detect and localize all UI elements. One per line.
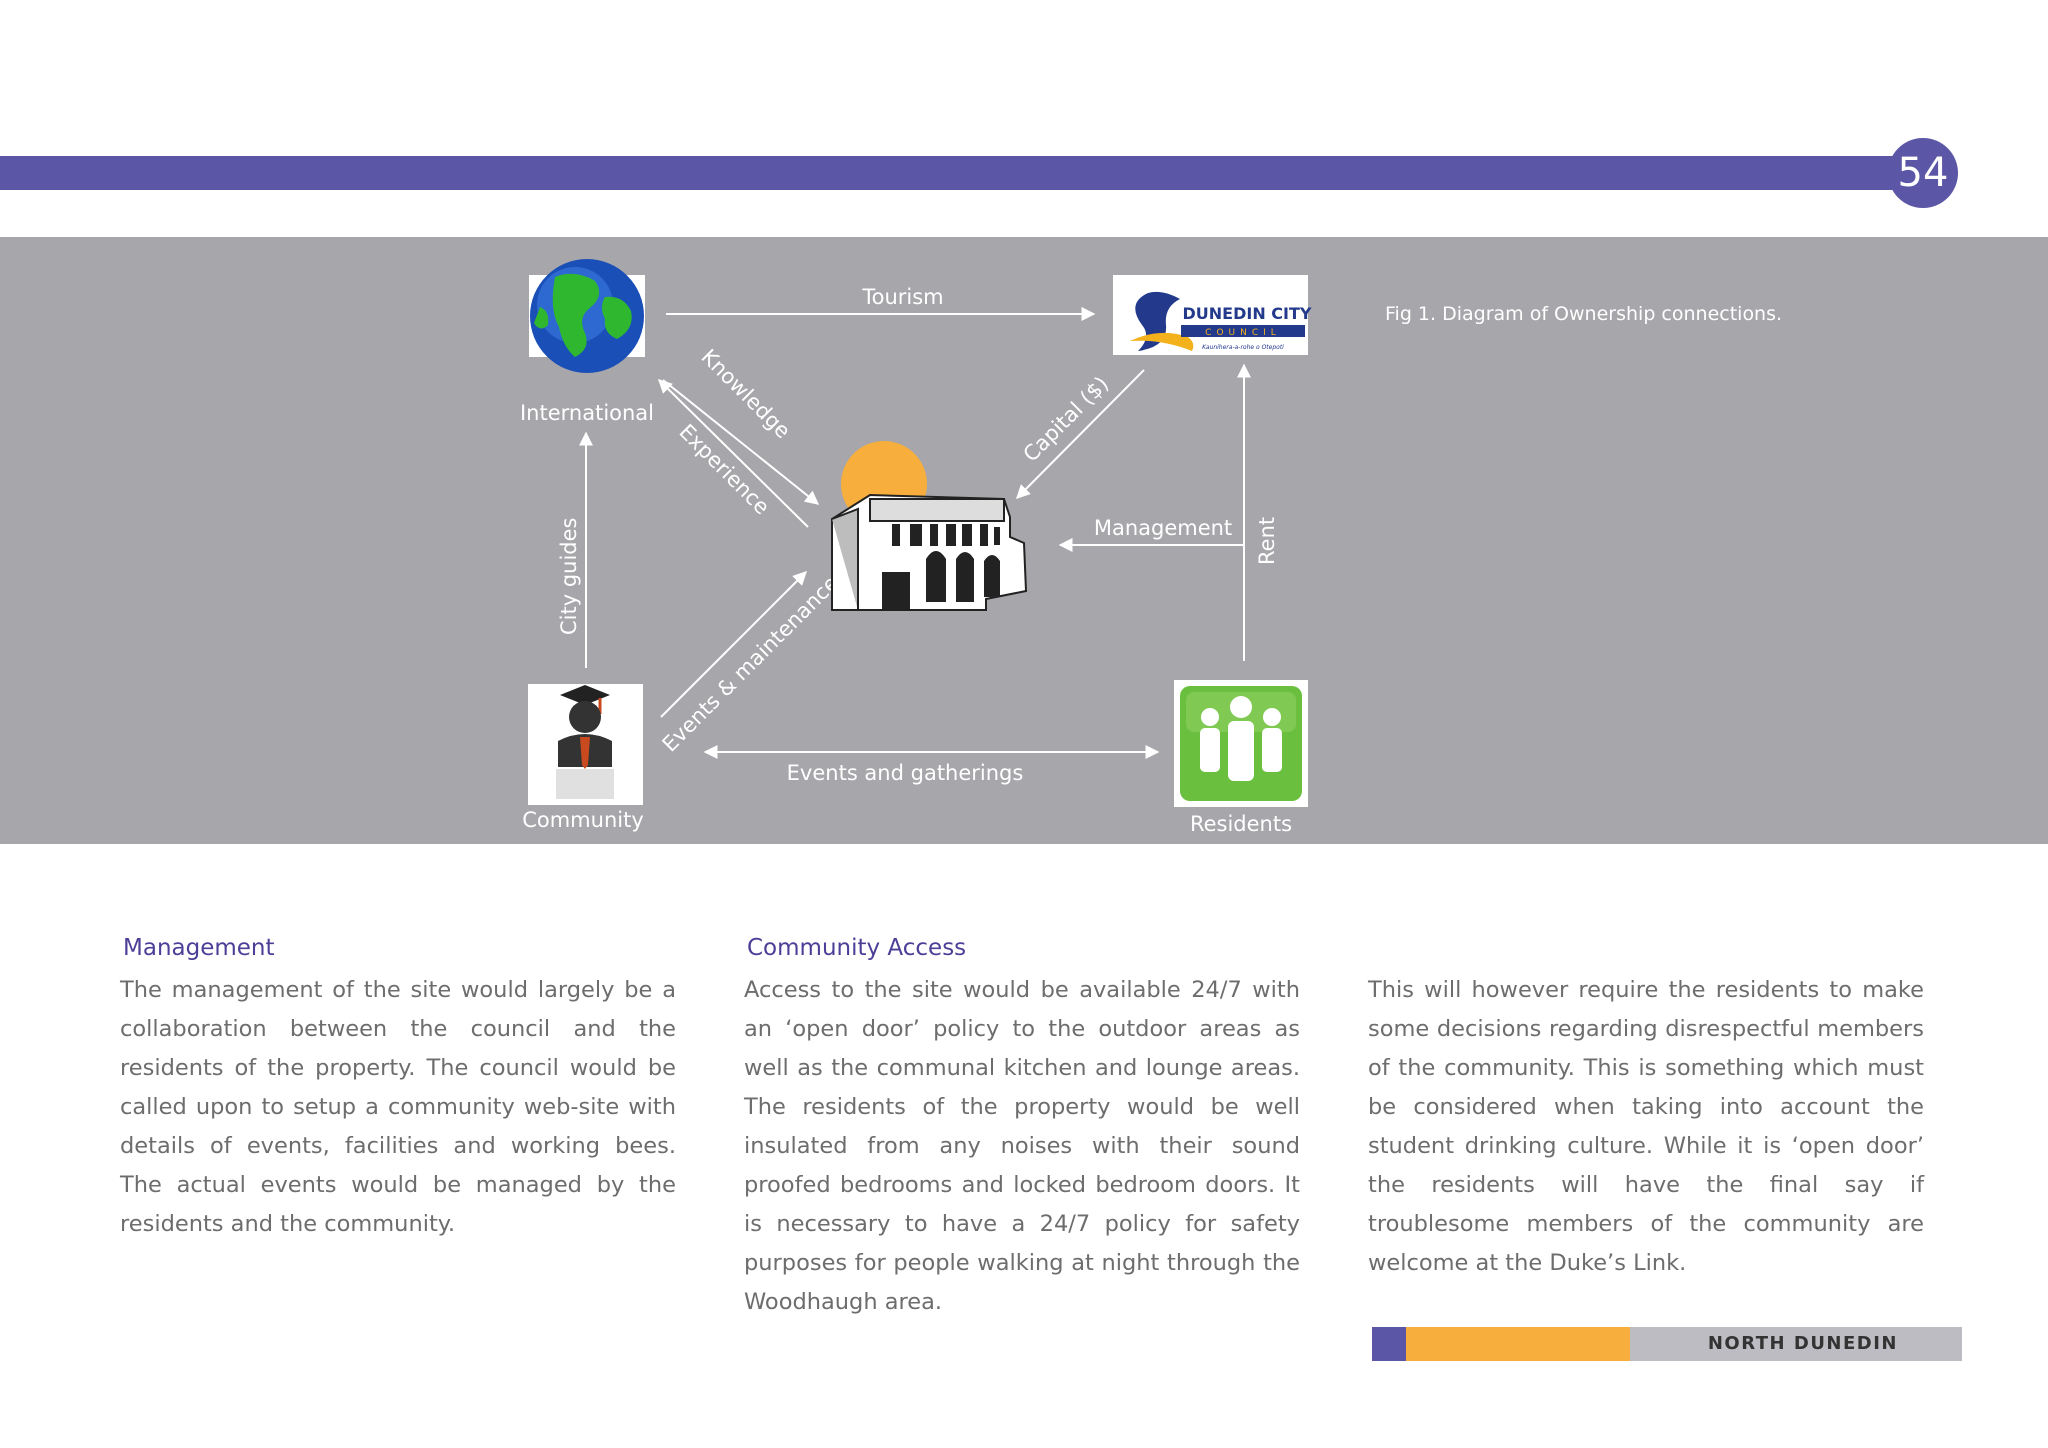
label-city-guides: City guides <box>557 518 581 636</box>
column-management: Management The management of the site wo… <box>120 935 676 1244</box>
body-management: The management of the site would largely… <box>120 977 676 1237</box>
council-sub: COUNCIL <box>1205 328 1281 338</box>
footer-grey-block: NORTH DUNEDIN <box>1630 1327 1962 1361</box>
heading-management: Management <box>123 935 275 961</box>
label-knowledge: Knowledge <box>696 345 795 444</box>
node-international: International <box>520 401 654 425</box>
ownership-diagram: Tourism Knowledge Experience Capital ($)… <box>0 237 2048 844</box>
arrow-knowledge <box>662 379 820 505</box>
label-rent: Rent <box>1255 517 1279 565</box>
label-events-gatherings: Events and gatherings <box>787 761 1024 785</box>
footer-purple-block <box>1372 1327 1406 1361</box>
arrow-experience <box>658 379 809 528</box>
arrow-events-maintenance <box>660 571 807 718</box>
node-community: Community <box>522 808 644 832</box>
label-events-maintenance: Events & maintenance <box>658 571 844 757</box>
council-tagline: Kaunihera-a-rohe o Otepoti <box>1202 344 1284 351</box>
arrow-capital <box>1016 369 1145 499</box>
diagram-canvas: Tourism Knowledge Experience Capital ($)… <box>520 259 1312 836</box>
residents-group-icon <box>1174 680 1308 807</box>
graduate-icon <box>528 684 643 805</box>
column-community-access: Community Access Access to the site woul… <box>744 935 1300 1322</box>
council-name: DUNEDIN CITY <box>1183 304 1312 323</box>
label-tourism: Tourism <box>861 285 943 309</box>
node-residents: Residents <box>1190 812 1292 836</box>
label-management: Management <box>1094 516 1232 540</box>
footer-label: NORTH DUNEDIN <box>1707 1333 1898 1354</box>
header-bar <box>0 156 1930 190</box>
figure-caption: Fig 1. Diagram of Ownership connections. <box>1385 303 1783 325</box>
footer-orange-block <box>1406 1327 1630 1361</box>
page-number: 54 <box>1888 138 1958 208</box>
footer-bar: NORTH DUNEDIN <box>1372 1327 1962 1361</box>
label-capital: Capital ($) <box>1019 372 1114 467</box>
heading-community-access: Community Access <box>747 935 967 961</box>
council-logo: DUNEDIN CITY COUNCIL Kaunihera-a-rohe o … <box>1113 275 1312 355</box>
globe-icon <box>529 259 645 373</box>
column-continuation: This will however require the residents … <box>1368 971 1924 1283</box>
body-community-access: Access to the site would be available 24… <box>744 977 1300 1315</box>
heritage-building-icon <box>831 441 1028 611</box>
label-experience: Experience <box>674 420 774 520</box>
body-continuation: This will however require the residents … <box>1368 977 1924 1276</box>
